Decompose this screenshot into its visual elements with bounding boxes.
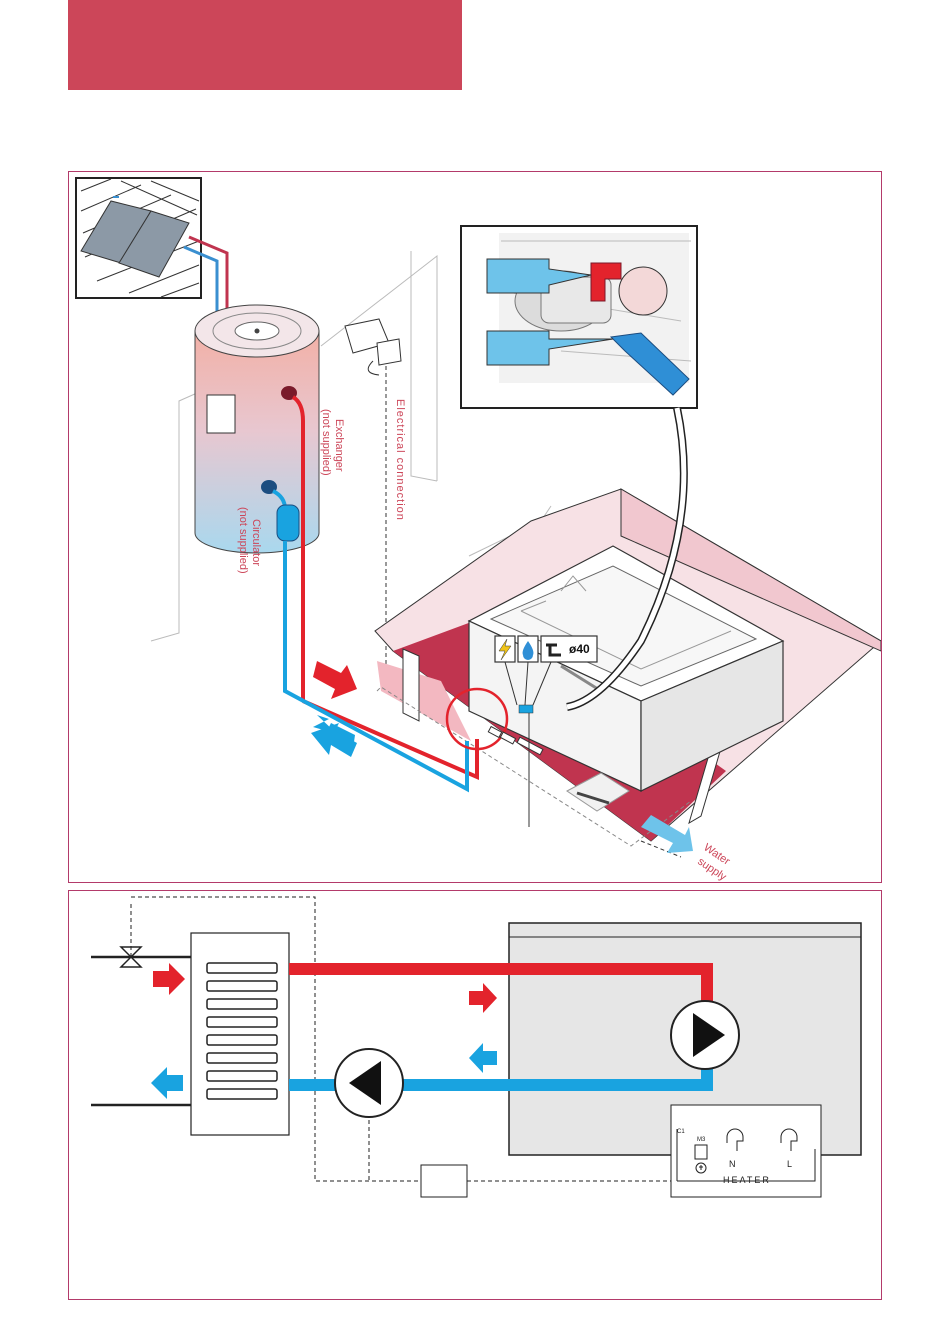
- heater-label: HEATER: [723, 1175, 771, 1185]
- header-band: [68, 0, 462, 90]
- circulator-label-line1: Circulator: [250, 519, 262, 566]
- pool-cold-arrow-icon: [469, 1043, 497, 1073]
- hydraulic-schematic-panel: C1 M3 N L HEATER: [68, 890, 882, 1300]
- drain-diameter-label: ø40: [569, 642, 590, 656]
- c1-label: C1: [677, 1129, 685, 1135]
- pool-pump-icon: [671, 1001, 739, 1069]
- circulator-label-line2: (not supplied): [237, 507, 249, 574]
- controller-box: [421, 1165, 467, 1197]
- hot-flow-arrow-icon: [313, 661, 357, 699]
- l-terminal-label: L: [787, 1159, 792, 1169]
- installation-illustration-panel: Exchanger (not supplied) Electrical conn…: [68, 171, 882, 883]
- exchanger-label-line2: (not supplied): [320, 409, 332, 476]
- n-terminal-label: N: [729, 1159, 736, 1169]
- cold-out-arrow-icon: [151, 1067, 183, 1099]
- circulator-pump-icon: [335, 1049, 403, 1117]
- m3-label: M3: [697, 1137, 706, 1143]
- water-heater-tank: [195, 305, 319, 701]
- heat-exchanger: [191, 933, 289, 1135]
- electrical-connection-label: Electrical connection: [394, 399, 406, 521]
- pool-hot-arrow-icon: [469, 983, 497, 1013]
- solar-panel-inset: [76, 178, 201, 298]
- hot-in-arrow-icon: [153, 963, 185, 995]
- heater-control-box: C1 M3 N L HEATER: [671, 1105, 821, 1197]
- exchanger-label-line1: Exchanger: [333, 419, 345, 472]
